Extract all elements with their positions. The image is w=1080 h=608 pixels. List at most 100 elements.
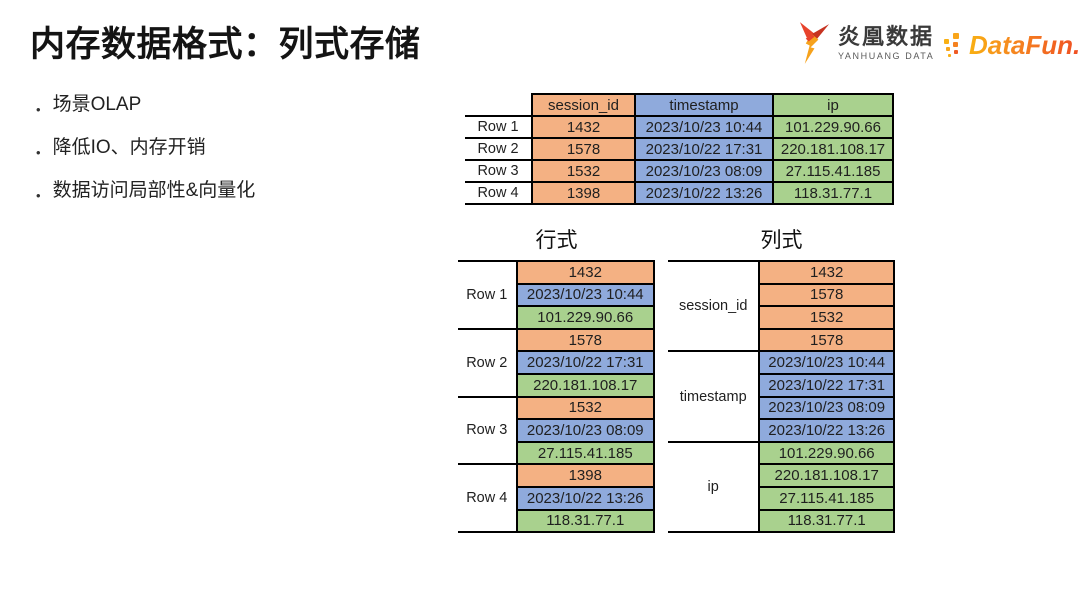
data-cell: 1578 [758, 327, 895, 353]
source-table-wrap: session_id timestamp ip Row 1 1432 2023/… [465, 93, 894, 205]
data-cell: 2023/10/22 17:31 [634, 137, 774, 161]
table-row: Row 2 1578 [458, 327, 656, 398]
data-cell: 1532 [531, 159, 636, 183]
bullet-item: • 场景OLAP [36, 92, 255, 122]
data-cell: 2023/10/23 08:09 [758, 395, 895, 421]
data-cell: 27.115.41.185 [758, 485, 895, 511]
table-row: session_id timestamp ip [465, 93, 894, 117]
data-cell: 2023/10/23 10:44 [758, 350, 895, 375]
group-label: timestamp [668, 350, 760, 443]
group-label: Row 3 [458, 395, 517, 466]
table-row: 2023/10/22 13:26 [668, 418, 895, 443]
row-store-title: 行式 [535, 229, 578, 252]
data-cell: 1398 [531, 181, 636, 205]
row-store-table: Row 1 1432 2023/10/23 10:44 101.229.90.6… [458, 260, 656, 534]
table-row: Row 4 1398 2023/10/22 13:26 118.31.77.1 [465, 181, 894, 205]
bullet-icon: • [36, 188, 41, 203]
corner-cell [465, 94, 532, 117]
table-row: 118.31.77.1 [458, 508, 656, 534]
data-cell: 220.181.108.17 [515, 372, 656, 398]
data-cell: 1432 [758, 260, 895, 285]
table-row: timestamp 2023/10/23 10:44 [668, 350, 895, 443]
yanhuang-name-cn: 炎凰数据 [838, 24, 935, 49]
yanhuang-name-en: YANHUANG DATA [838, 51, 935, 61]
data-cell: 27.115.41.185 [515, 440, 656, 466]
bullet-list: • 场景OLAP • 降低IO、内存开销 • 数据访问局部性&向量化 [36, 92, 255, 221]
table-row: Row 1 1432 2023/10/23 10:44 101.229.90.6… [465, 115, 894, 139]
row-store-panel: 行式 Row 1 1432 2023/10/23 10:44 101.229.9… [458, 229, 656, 534]
page-title: 内存数据格式：列式存储 [30, 25, 421, 64]
yanhuang-wordmark: 炎凰数据 YANHUANG DATA [838, 26, 934, 61]
table-row: 2023/10/22 13:26 [458, 485, 656, 511]
table-row: 220.181.108.17 [668, 463, 895, 488]
table-row: Row 2 1578 2023/10/22 17:31 220.181.108.… [465, 137, 894, 161]
table-row: Row 4 1398 [458, 463, 656, 534]
source-table: session_id timestamp ip Row 1 1432 2023/… [465, 93, 894, 205]
bullet-icon: • [36, 145, 41, 160]
data-cell: 1578 [515, 327, 656, 353]
table-row: 2023/10/22 17:31 [668, 372, 895, 398]
data-cell: 1532 [515, 395, 656, 421]
datafun-dots-icon [944, 32, 959, 57]
datafun-logo: DataFun. [942, 30, 1080, 61]
data-cell: 101.229.90.66 [758, 440, 895, 466]
data-cell: 1432 [515, 260, 656, 285]
data-cell: 118.31.77.1 [758, 508, 895, 534]
data-cell: 1398 [515, 463, 656, 488]
data-cell: 2023/10/23 10:44 [634, 115, 774, 139]
data-cell: 2023/10/22 17:31 [758, 372, 895, 398]
data-cell: 118.31.77.1 [772, 181, 894, 205]
data-cell: 27.115.41.185 [772, 159, 894, 183]
data-cell: 2023/10/23 08:09 [634, 159, 774, 183]
bullet-text: 降低IO、内存开销 [52, 137, 206, 158]
row-label: Row 4 [465, 182, 532, 205]
data-cell: 220.181.108.17 [758, 463, 895, 488]
column-header-ip: ip [772, 93, 894, 117]
bullet-item: • 降低IO、内存开销 [36, 135, 255, 165]
column-store-panel: 列式 session_id 1432 1578 1532 1578 timest… [668, 229, 895, 534]
data-cell: 2023/10/22 17:31 [515, 350, 656, 375]
data-cell: 2023/10/23 08:09 [515, 418, 656, 443]
bullet-item: • 数据访问局部性&向量化 [36, 178, 255, 208]
column-header-session-id: session_id [531, 93, 636, 117]
table-row: 2023/10/23 10:44 [458, 282, 656, 308]
bullet-icon: • [36, 102, 41, 117]
data-cell: 1532 [758, 305, 895, 330]
yanhuang-logo: 炎凰数据 YANHUANG DATA [798, 22, 934, 65]
column-store-table: session_id 1432 1578 1532 1578 timestamp… [668, 259, 895, 534]
table-row: 27.115.41.185 [668, 485, 895, 511]
bullet-text: 场景OLAP [52, 94, 142, 115]
row-label: Row 1 [465, 116, 532, 139]
data-cell: 2023/10/23 10:44 [515, 282, 656, 308]
data-cell: 1578 [531, 137, 636, 161]
table-row: Row 3 1532 2023/10/23 08:09 27.115.41.18… [465, 159, 894, 183]
group-label: ip [668, 440, 760, 534]
column-header-timestamp: timestamp [634, 93, 774, 117]
group-label: Row 1 [458, 260, 517, 330]
data-cell: 220.181.108.17 [772, 137, 894, 161]
table-row: 2023/10/23 08:09 [458, 418, 656, 443]
table-row: 118.31.77.1 [668, 508, 895, 534]
group-label: session_id [668, 259, 760, 353]
group-label: Row 2 [458, 327, 517, 398]
data-cell: 2023/10/22 13:26 [634, 181, 774, 205]
table-row: ip 101.229.90.66 [668, 440, 895, 534]
group-label: Row 4 [458, 463, 517, 534]
table-row: Row 1 1432 [458, 260, 656, 330]
data-cell: 2023/10/22 13:26 [515, 485, 656, 511]
data-cell: 1578 [758, 282, 895, 308]
data-cell: 101.229.90.66 [772, 115, 894, 139]
table-row: session_id 1432 [668, 259, 895, 353]
phoenix-icon [799, 22, 830, 64]
table-row: Row 3 1532 [458, 395, 656, 466]
datafun-wordmark: DataFun. [969, 30, 1080, 60]
table-row: 1532 [668, 305, 895, 330]
data-cell: 1432 [531, 115, 636, 139]
row-label: Row 3 [465, 160, 532, 183]
table-row: 2023/10/22 17:31 [458, 350, 656, 375]
data-cell: 2023/10/22 13:26 [758, 418, 895, 443]
table-row: 2023/10/23 08:09 [668, 395, 895, 421]
bullet-text: 数据访问局部性&向量化 [52, 180, 256, 201]
table-row: 220.181.108.17 [458, 372, 656, 398]
column-store-title: 列式 [760, 229, 803, 252]
